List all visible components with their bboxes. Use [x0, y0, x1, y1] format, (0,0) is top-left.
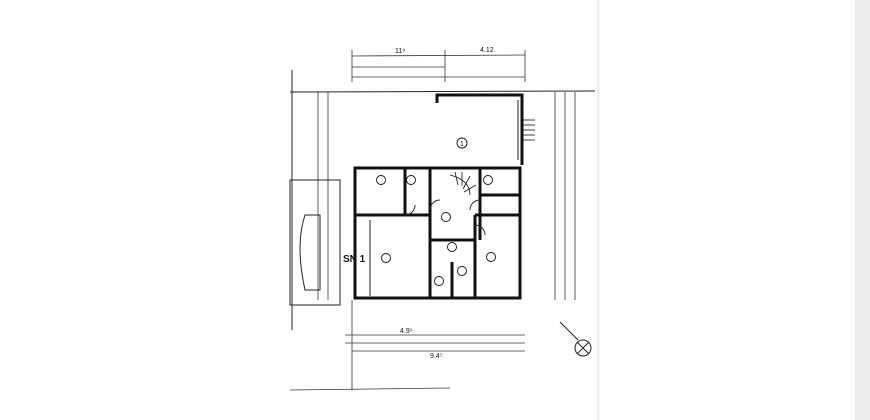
side-dimension-lines [317, 92, 576, 300]
garage [435, 93, 535, 165]
door-swings [404, 199, 486, 236]
scan-edge [855, 0, 870, 420]
bottom-dim-1: 4.9⁵ [400, 328, 413, 335]
top-dim-1: 11⁹ [395, 48, 405, 55]
room-marker-label: 1 [460, 141, 464, 148]
unit-label: SN 1 [343, 254, 366, 265]
top-dim-2: 4.12 [480, 47, 494, 54]
terrace [289, 179, 341, 306]
house-walls [353, 166, 522, 300]
bottom-dimension-lines [289, 300, 525, 391]
room-markers [376, 175, 496, 286]
bottom-dim-2: 9.4⁵ [430, 353, 443, 360]
top-dimension-lines [351, 50, 526, 82]
property-line [289, 90, 596, 93]
room-marker [456, 137, 468, 149]
north-arrow-icon [559, 321, 592, 357]
staircase [449, 171, 477, 196]
